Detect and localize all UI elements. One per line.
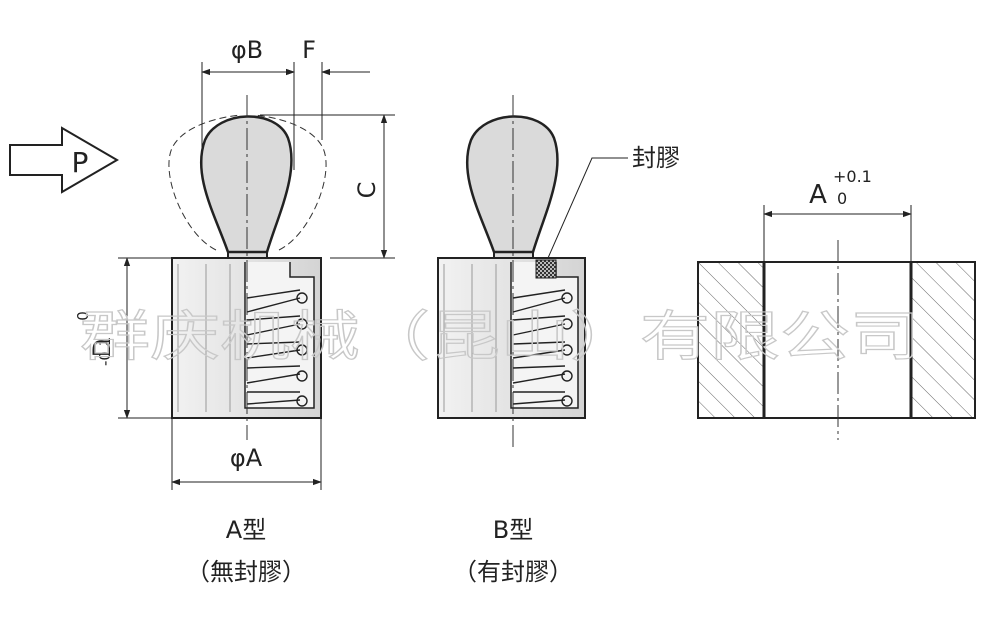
label-a-tol-lower: 0	[837, 189, 847, 208]
watermark-text: 群庆机械（昆山）有限公司	[80, 305, 920, 368]
type-a-dimensions	[118, 62, 395, 490]
label-d-tol-upper: 0	[74, 311, 92, 321]
label-d: D	[88, 339, 116, 357]
label-phi-a: φA	[230, 444, 263, 472]
type-a-drawing	[168, 95, 327, 440]
watermark: 群庆机械（昆山）有限公司	[79, 304, 920, 368]
type-b-drawing	[437, 95, 628, 450]
label-d-tol: -0.1	[96, 337, 114, 366]
label-f: F	[302, 36, 316, 64]
label-a-tol-upper: +0.1	[833, 167, 872, 186]
label-phi-b: φB	[231, 36, 263, 64]
type-b-spring	[512, 289, 573, 407]
mounting-hole-section	[697, 205, 976, 440]
label-a-hole: A	[809, 180, 827, 210]
type-a-desc: （無封膠）	[186, 558, 306, 586]
type-b-knob	[466, 115, 559, 254]
label-p: P	[72, 146, 89, 179]
type-b-desc: （有封膠）	[453, 558, 573, 586]
push-direction-arrow: P	[9, 126, 119, 194]
type-b-seal	[535, 259, 557, 279]
type-a-knob	[200, 115, 293, 254]
type-a-name: A型	[226, 516, 266, 544]
type-a-spring	[246, 289, 308, 407]
label-seal: 封膠	[632, 144, 680, 172]
type-b-name: B型	[493, 516, 533, 544]
label-c: C	[353, 182, 381, 199]
